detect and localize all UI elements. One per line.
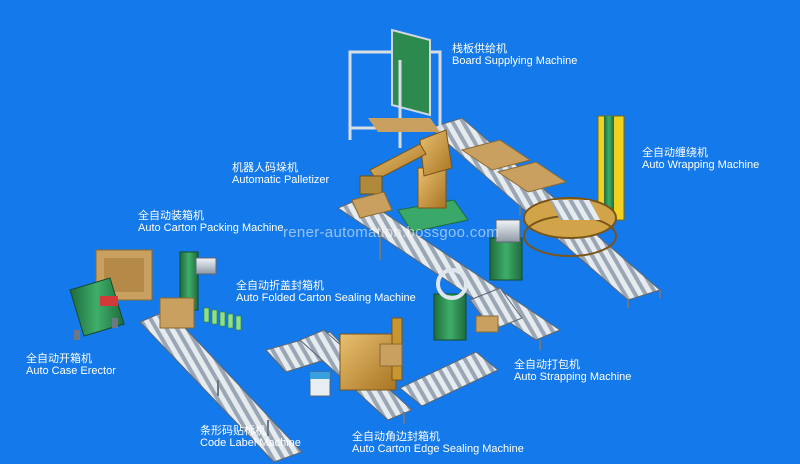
label-en: Auto Carton Edge Sealing Machine — [352, 443, 524, 456]
label-code-label: 条形码贴标机 Code Label Machine — [200, 424, 301, 450]
label-auto-wrapping: 全自动缠绕机 Auto Wrapping Machine — [642, 146, 759, 172]
label-auto-carton-edge-sealing: 全自动角边封箱机 Auto Carton Edge Sealing Machin… — [352, 430, 524, 456]
label-en: Board Supplying Machine — [452, 55, 577, 68]
label-en: Automatic Palletizer — [232, 174, 329, 187]
label-zh: 全自动折盖封箱机 — [236, 279, 416, 292]
watermark: rener-automation.bossgoo.com — [283, 224, 499, 241]
code-label-machine — [310, 372, 330, 396]
edge-sealing-machine — [340, 318, 402, 390]
label-zh: 全自动开箱机 — [26, 352, 116, 365]
label-en: Code Label Machine — [200, 437, 301, 450]
label-en: Auto Strapping Machine — [514, 371, 631, 384]
label-zh: 全自动装箱机 — [138, 209, 284, 222]
label-zh: 全自动缠绕机 — [642, 146, 759, 159]
label-auto-carton-packing: 全自动装箱机 Auto Carton Packing Machine — [138, 209, 284, 235]
label-board-supplying: 栈板供给机 Board Supplying Machine — [452, 42, 577, 68]
label-en: Auto Folded Carton Sealing Machine — [236, 292, 416, 305]
label-auto-strapping: 全自动打包机 Auto Strapping Machine — [514, 358, 631, 384]
label-en: Auto Case Erector — [26, 365, 116, 378]
label-automatic-palletizer: 机器人码垛机 Automatic Palletizer — [232, 161, 329, 187]
label-en: Auto Wrapping Machine — [642, 159, 759, 172]
label-en: Auto Carton Packing Machine — [138, 222, 284, 235]
label-zh: 机器人码垛机 — [232, 161, 329, 174]
board-supplying-machine — [350, 30, 440, 148]
label-zh: 条形码贴标机 — [200, 424, 301, 437]
label-auto-case-erector: 全自动开箱机 Auto Case Erector — [26, 352, 116, 378]
label-auto-folded-carton-sealing: 全自动折盖封箱机 Auto Folded Carton Sealing Mach… — [236, 279, 416, 305]
label-zh: 全自动角边封箱机 — [352, 430, 524, 443]
label-zh: 栈板供给机 — [452, 42, 577, 55]
label-zh: 全自动打包机 — [514, 358, 631, 371]
